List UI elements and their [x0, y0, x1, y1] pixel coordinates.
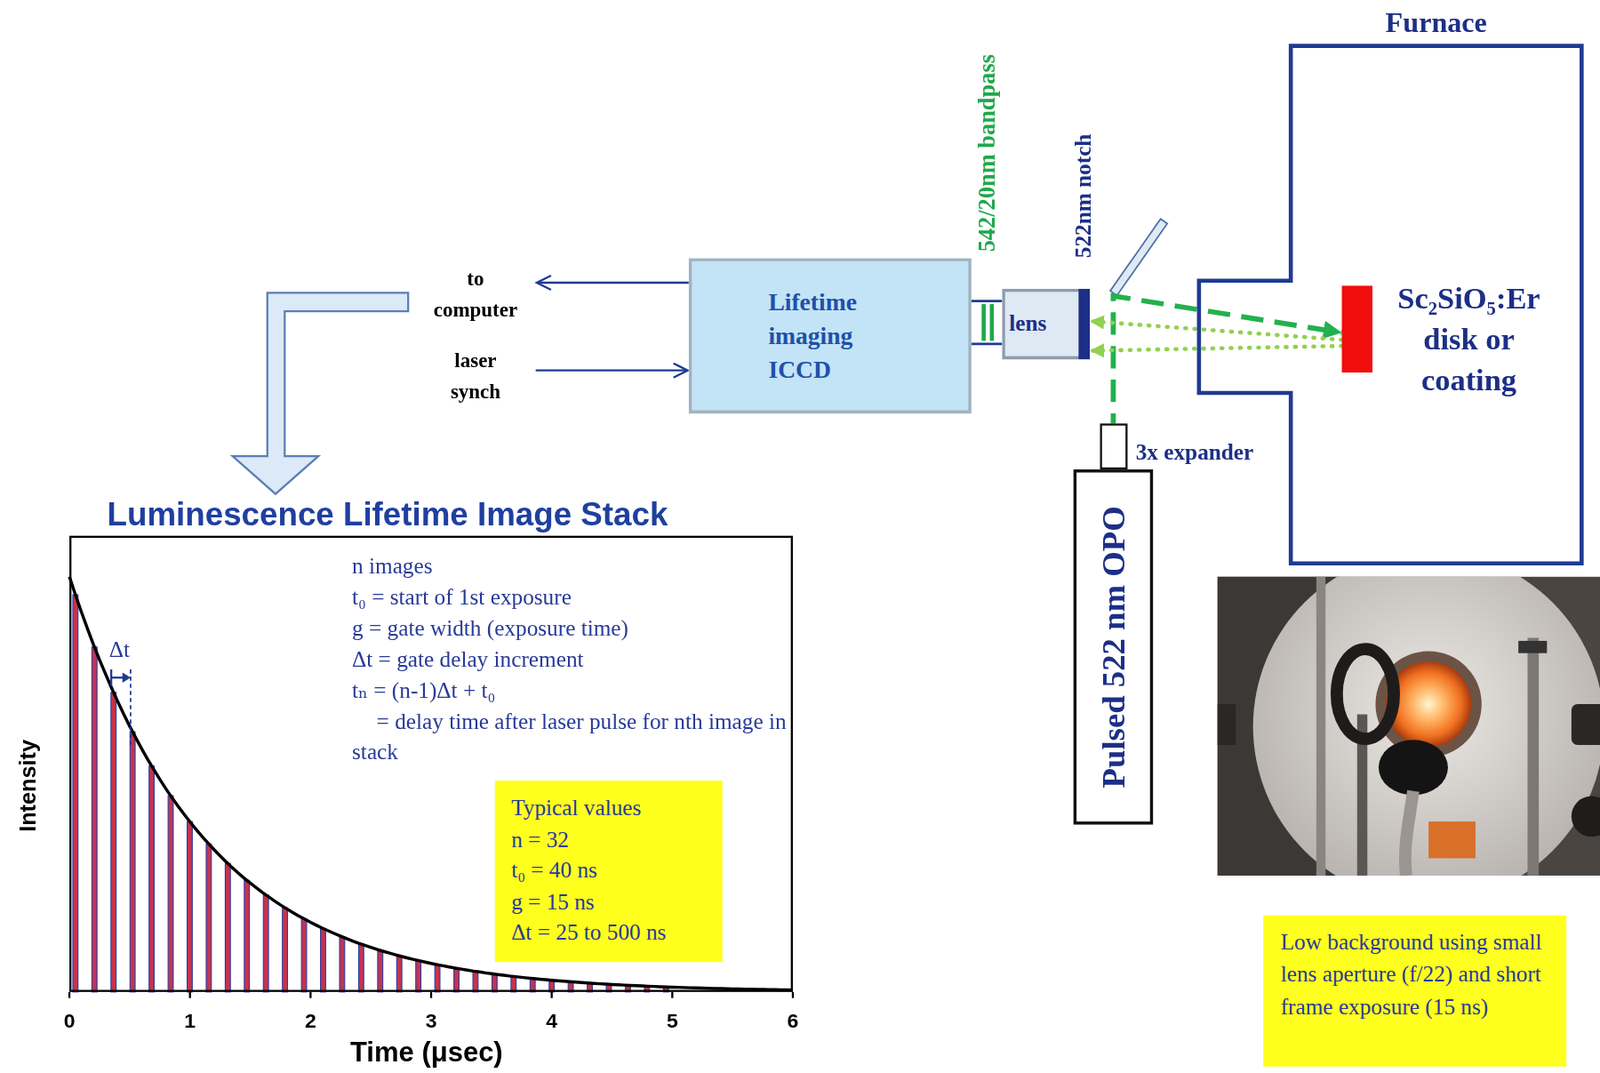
gate-bar	[111, 692, 117, 992]
gate-bar	[244, 880, 250, 992]
axis-tick-label: 2	[304, 1008, 317, 1033]
lens-tube	[971, 342, 1002, 345]
value-text: g = 15 ns	[511, 886, 706, 918]
typical-values-box: Typical valuesn = 32t₀ = 40 nsg = 15 nsΔ…	[495, 780, 723, 961]
gate-bar	[358, 944, 364, 992]
gate-bar	[149, 766, 155, 992]
axis-tick-label: 0	[64, 1008, 76, 1033]
furnace-wall	[1199, 46, 1582, 564]
filter-label: 542/20nm bandpass	[973, 54, 1002, 252]
decay-plot	[69, 576, 793, 999]
arrow-head	[536, 275, 552, 290]
mirror	[1110, 218, 1168, 296]
emission-path	[1089, 320, 1343, 340]
axis-tick-label: 6	[787, 1008, 800, 1033]
notch-filter	[1078, 288, 1090, 360]
axis-tick-label: 1	[184, 1008, 196, 1033]
decay-curve	[69, 576, 793, 991]
gate-bar	[206, 843, 212, 992]
gate-bar	[320, 928, 327, 992]
gate-bar	[472, 971, 479, 992]
gate-bar	[187, 821, 193, 992]
opo-laser: Pulsed 522 nm OPO	[1073, 469, 1154, 824]
gate-bar	[282, 907, 288, 992]
value-text: n = 32	[511, 824, 706, 856]
gate-bar	[377, 950, 384, 992]
axis-tick	[792, 992, 794, 999]
note-text: Low background using small lens aperture…	[1280, 925, 1550, 1024]
gate-bar	[491, 974, 497, 992]
gate-bar	[224, 863, 231, 992]
axis-tick-label: 3	[425, 1008, 438, 1033]
definition-text: t₀ = start of 1st exposure	[352, 581, 792, 612]
definition-text: = delay time after laser pulse for nth i…	[352, 705, 792, 768]
axis-tick-label: 4	[545, 1008, 558, 1033]
definition-text: Δt = gate delay increment	[352, 643, 792, 674]
gate-bar	[396, 955, 402, 992]
note-box: Low background using small lens aperture…	[1263, 915, 1567, 1067]
filter-label: 522nm notch	[1069, 134, 1098, 259]
sample-disk-shape	[1342, 285, 1373, 373]
bandpass-filter	[981, 304, 986, 341]
definition-text: n images	[352, 551, 792, 582]
axis-title: Time (μsec)	[350, 1037, 504, 1070]
lens-box: lens	[1001, 288, 1090, 360]
gate-bar	[339, 936, 345, 992]
axis-tick	[671, 992, 673, 999]
gate-bar	[434, 964, 440, 992]
arrow-head	[673, 363, 688, 378]
laser-beam	[1112, 296, 1342, 470]
gate-bar	[72, 594, 79, 992]
value-text: t₀ = 40 ns	[511, 855, 706, 887]
sample-disk: Sc₂SiO₅:Er disk or coating	[1342, 275, 1562, 403]
value-text: Δt = 25 to 500 ns	[511, 917, 706, 949]
expander-label: 3x expander	[1136, 437, 1255, 466]
plot-frame: n imagest₀ = start of 1st exposureg = ga…	[69, 536, 793, 992]
bandpass-filter	[990, 304, 995, 341]
gate-bar	[511, 976, 517, 992]
gate-bar	[454, 968, 460, 992]
beam-expander	[1100, 423, 1128, 470]
axis-tick	[309, 992, 312, 999]
increment-guide	[129, 669, 132, 745]
furnace-photo	[1217, 576, 1600, 876]
camera-label: Lifetime imaging ICCD	[768, 285, 912, 387]
output-label: to computer	[433, 263, 518, 325]
signal-line	[537, 281, 689, 284]
arrow-head	[122, 672, 131, 683]
lens-label: lens	[1008, 310, 1047, 337]
axis-tick	[551, 992, 553, 999]
gate-bar	[416, 960, 422, 992]
emission-path	[1089, 320, 1343, 351]
input-label: laser synch	[450, 344, 501, 407]
gate-bar	[129, 731, 136, 992]
axis-tick	[430, 992, 432, 999]
axis-tick	[189, 992, 192, 999]
gate-bar	[168, 795, 174, 992]
gate-bar	[263, 895, 269, 992]
laser-label: Pulsed 522 nm OPO	[1094, 505, 1134, 788]
iccd-camera: Lifetime imaging ICCD	[688, 257, 972, 413]
definition-text: tₙ = (n-1)Δt + t₀	[352, 675, 792, 706]
signal-line	[536, 369, 688, 372]
gate-bar	[529, 978, 536, 992]
value-text: Typical values	[511, 792, 706, 824]
chart-title: Luminescence Lifetime Image Stack	[107, 496, 669, 533]
axis-title: Intensity	[15, 739, 42, 832]
laser-beam	[1112, 296, 1342, 470]
lens-tube	[971, 299, 1002, 303]
gate-bar	[91, 647, 97, 992]
axis-tick-label: 5	[666, 1008, 679, 1033]
definition-text: g = gate width (exposure time)	[352, 613, 792, 644]
furnace-title: Furnace	[1290, 5, 1582, 40]
furnace-outline: FurnaceSc₂SiO₅:Er disk or coating	[1199, 46, 1582, 564]
flow-arrow	[232, 292, 408, 494]
axis-tick	[68, 992, 71, 999]
emission-path	[1089, 345, 1343, 351]
sample-label: Sc₂SiO₅:Er disk or coating	[1376, 277, 1562, 400]
increment-label: Δt	[109, 636, 130, 664]
gate-bar	[301, 919, 307, 992]
